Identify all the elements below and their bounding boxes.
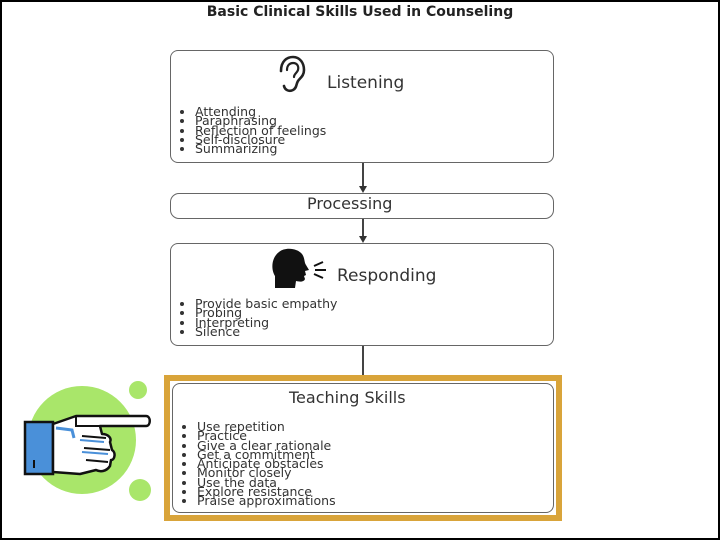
list-item: Use the data: [197, 476, 336, 489]
arrow-down-icon: [359, 186, 367, 193]
teaching-box: Teaching Skills Use repetitionPracticeGi…: [172, 383, 554, 513]
list-item: Probing: [195, 306, 337, 319]
diagram-title: Basic Clinical Skills Used in Counseling: [206, 4, 514, 20]
list-item: Self-disclosure: [195, 133, 326, 146]
list-item: Paraphrasing: [195, 114, 326, 127]
list-item: Reflection of feelings: [195, 124, 326, 137]
list-item: Monitor closely: [197, 467, 336, 480]
list-item: Explore resistance: [197, 485, 336, 498]
teaching-highlight-frame: Teaching Skills Use repetitionPracticeGi…: [164, 375, 562, 521]
list-item: Praise approximations: [197, 494, 336, 507]
pointing-hand-icon: [20, 378, 160, 504]
list-item: Anticipate obstacles: [197, 457, 336, 470]
list-item: Attending: [195, 105, 326, 118]
list-item: Interpreting: [195, 316, 337, 329]
responding-heading: Responding: [337, 266, 437, 286]
connector-line: [362, 163, 364, 187]
list-item: Practice: [197, 429, 336, 442]
list-item: Get a commitment: [197, 448, 336, 461]
arrow-down-icon: [359, 236, 367, 243]
list-item: Give a clear rationale: [197, 439, 336, 452]
connector-line: [362, 346, 364, 378]
listening-list: AttendingParaphrasingReflection of feeli…: [181, 105, 326, 155]
list-item: Summarizing: [195, 142, 326, 155]
processing-box: Processing: [170, 193, 554, 219]
listening-box: Listening AttendingParaphrasingReflectio…: [170, 50, 554, 163]
responding-list: Provide basic empathyProbingInterpreting…: [181, 297, 337, 338]
list-item: Provide basic empathy: [195, 297, 337, 310]
teaching-list: Use repetitionPracticeGive a clear ratio…: [183, 420, 336, 507]
connector-line: [362, 219, 364, 237]
speaking-head-icon: [271, 248, 337, 288]
list-item: Silence: [195, 325, 337, 338]
listening-heading: Listening: [327, 73, 405, 93]
list-item: Use repetition: [197, 420, 336, 433]
ear-icon: [273, 55, 307, 93]
teaching-heading: Teaching Skills: [289, 388, 406, 407]
responding-box: Responding Provide basic empathyProbingI…: [170, 243, 554, 346]
processing-heading: Processing: [307, 194, 393, 213]
